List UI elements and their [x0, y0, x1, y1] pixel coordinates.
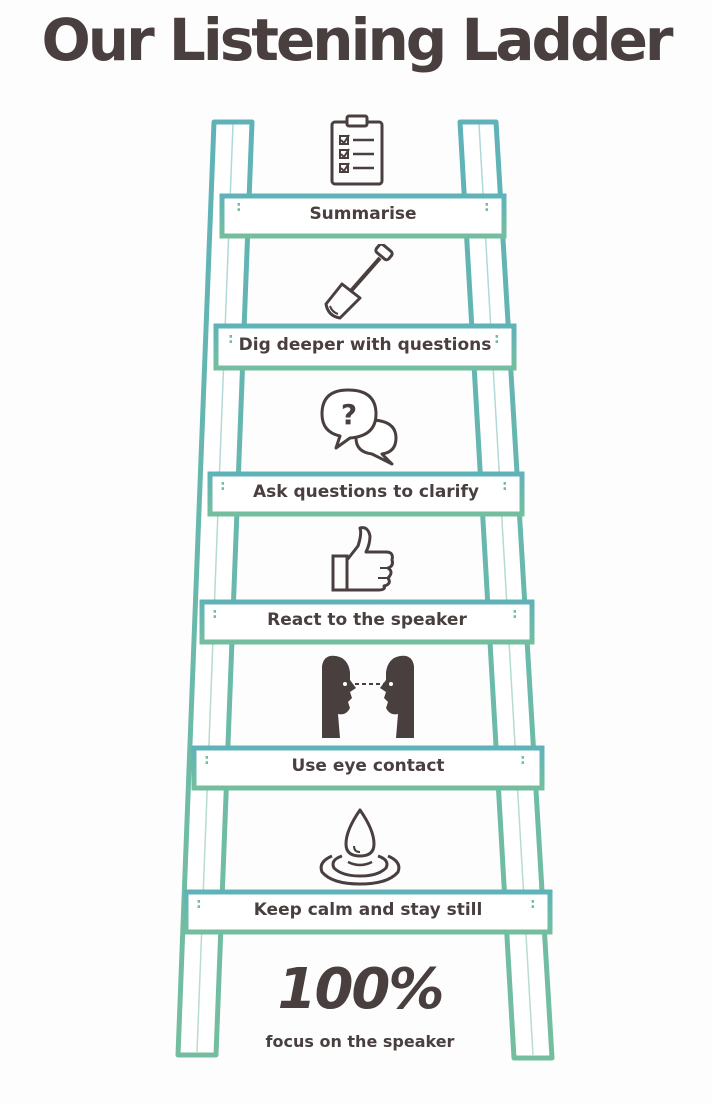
svg-text::: :: [512, 606, 518, 622]
svg-text::: :: [204, 752, 210, 768]
faces-eye-contact-icon: [322, 655, 414, 738]
rung-label-react: React to the speaker: [267, 610, 467, 630]
shovel-icon: [324, 244, 394, 320]
rung-6: : :: [183, 889, 553, 935]
rung-label-dig-deeper: Dig deeper with questions: [238, 335, 492, 355]
rung-label-summarise: Summarise: [309, 204, 417, 224]
rung-5: : :: [191, 745, 545, 791]
rung-label-eye-contact: Use eye contact: [291, 756, 445, 776]
svg-text::: :: [196, 896, 202, 912]
svg-text::: :: [228, 331, 234, 347]
svg-text::: :: [220, 478, 226, 494]
svg-text::: :: [484, 199, 490, 215]
svg-text::: :: [530, 896, 536, 912]
clipboard-checklist-icon: [330, 114, 384, 186]
water-drop-ripple-icon: [319, 808, 401, 886]
question-speech-bubbles-icon: ?: [320, 388, 398, 466]
svg-text:?: ?: [341, 398, 357, 431]
page-title: Our Listening Ladder: [41, 6, 673, 74]
rung-2: : :: [213, 323, 517, 371]
svg-text::: :: [236, 199, 242, 215]
focus-percent: 100%: [277, 957, 444, 1022]
focus-caption: focus on the speaker: [265, 1032, 455, 1051]
rung-4: : :: [199, 599, 535, 645]
rung-3: : :: [207, 471, 525, 517]
rung-label-ask-questions: Ask questions to clarify: [253, 482, 479, 502]
svg-text::: :: [520, 752, 526, 768]
thumbs-up-icon: [331, 526, 394, 592]
svg-text::: :: [494, 331, 500, 347]
svg-text::: :: [212, 606, 218, 622]
rung-label-keep-calm: Keep calm and stay still: [253, 900, 483, 920]
svg-text::: :: [502, 478, 508, 494]
rung-1: : :: [219, 193, 507, 239]
